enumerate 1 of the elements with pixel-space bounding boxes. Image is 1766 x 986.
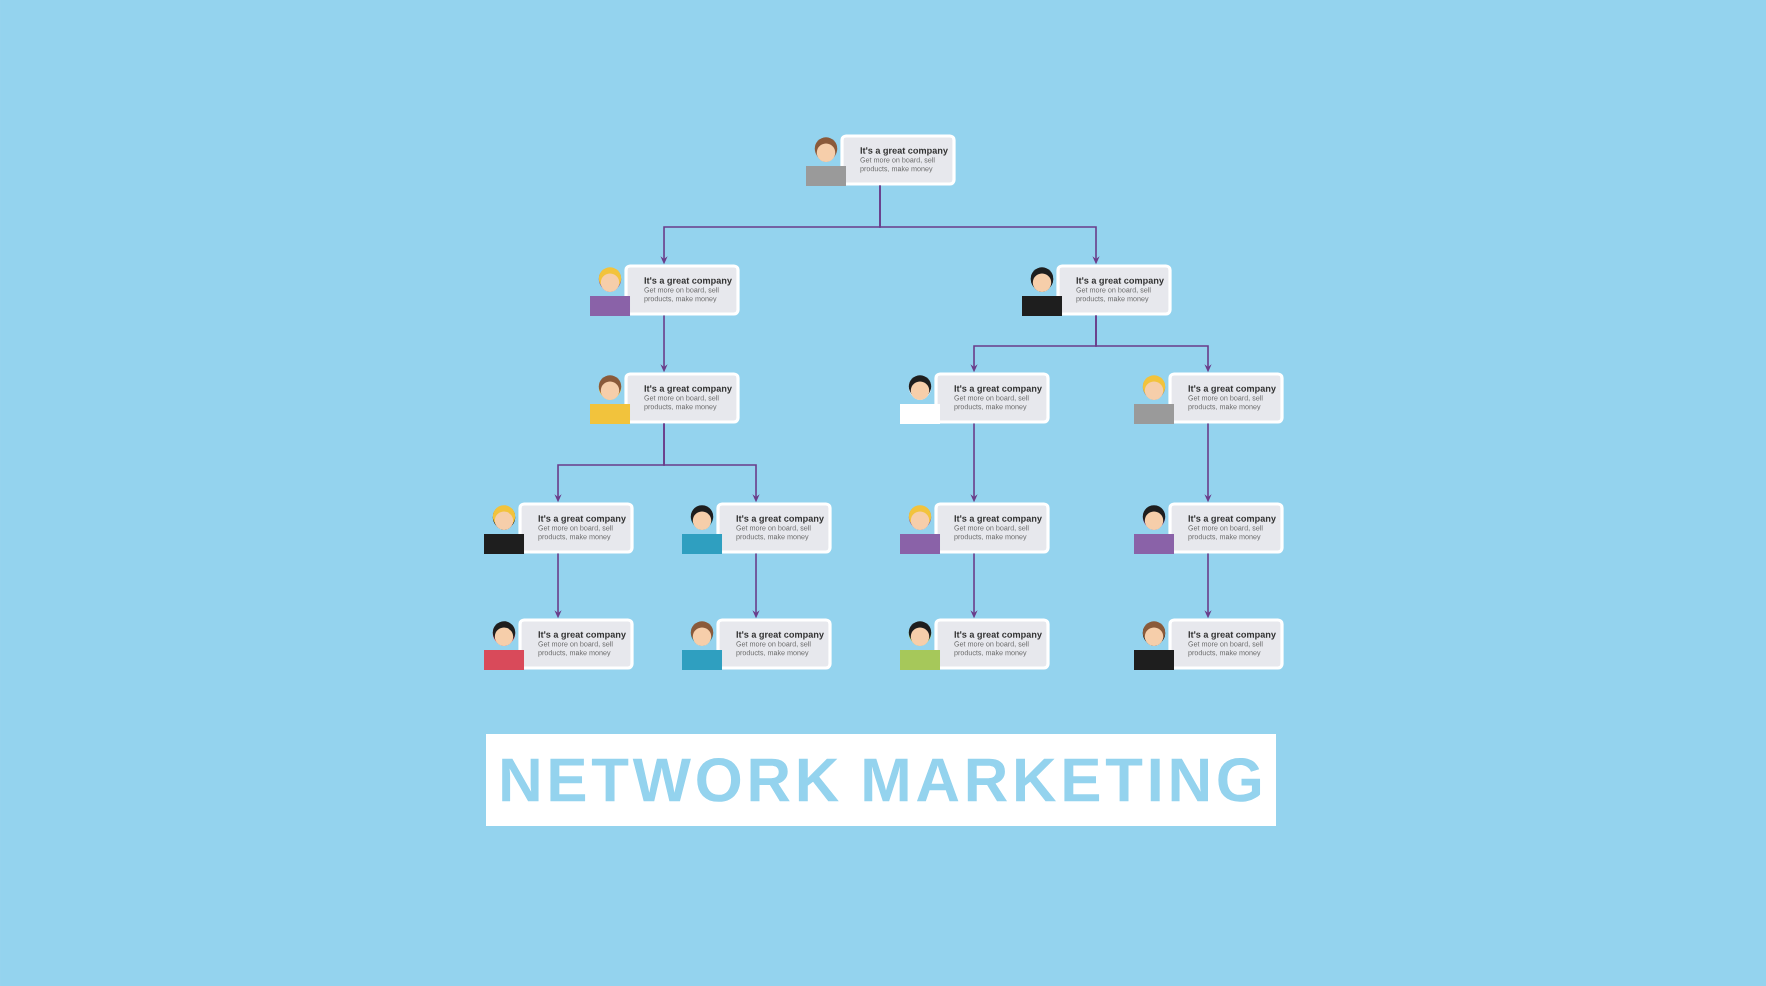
title-banner: NETWORK MARKETING	[486, 734, 1276, 826]
